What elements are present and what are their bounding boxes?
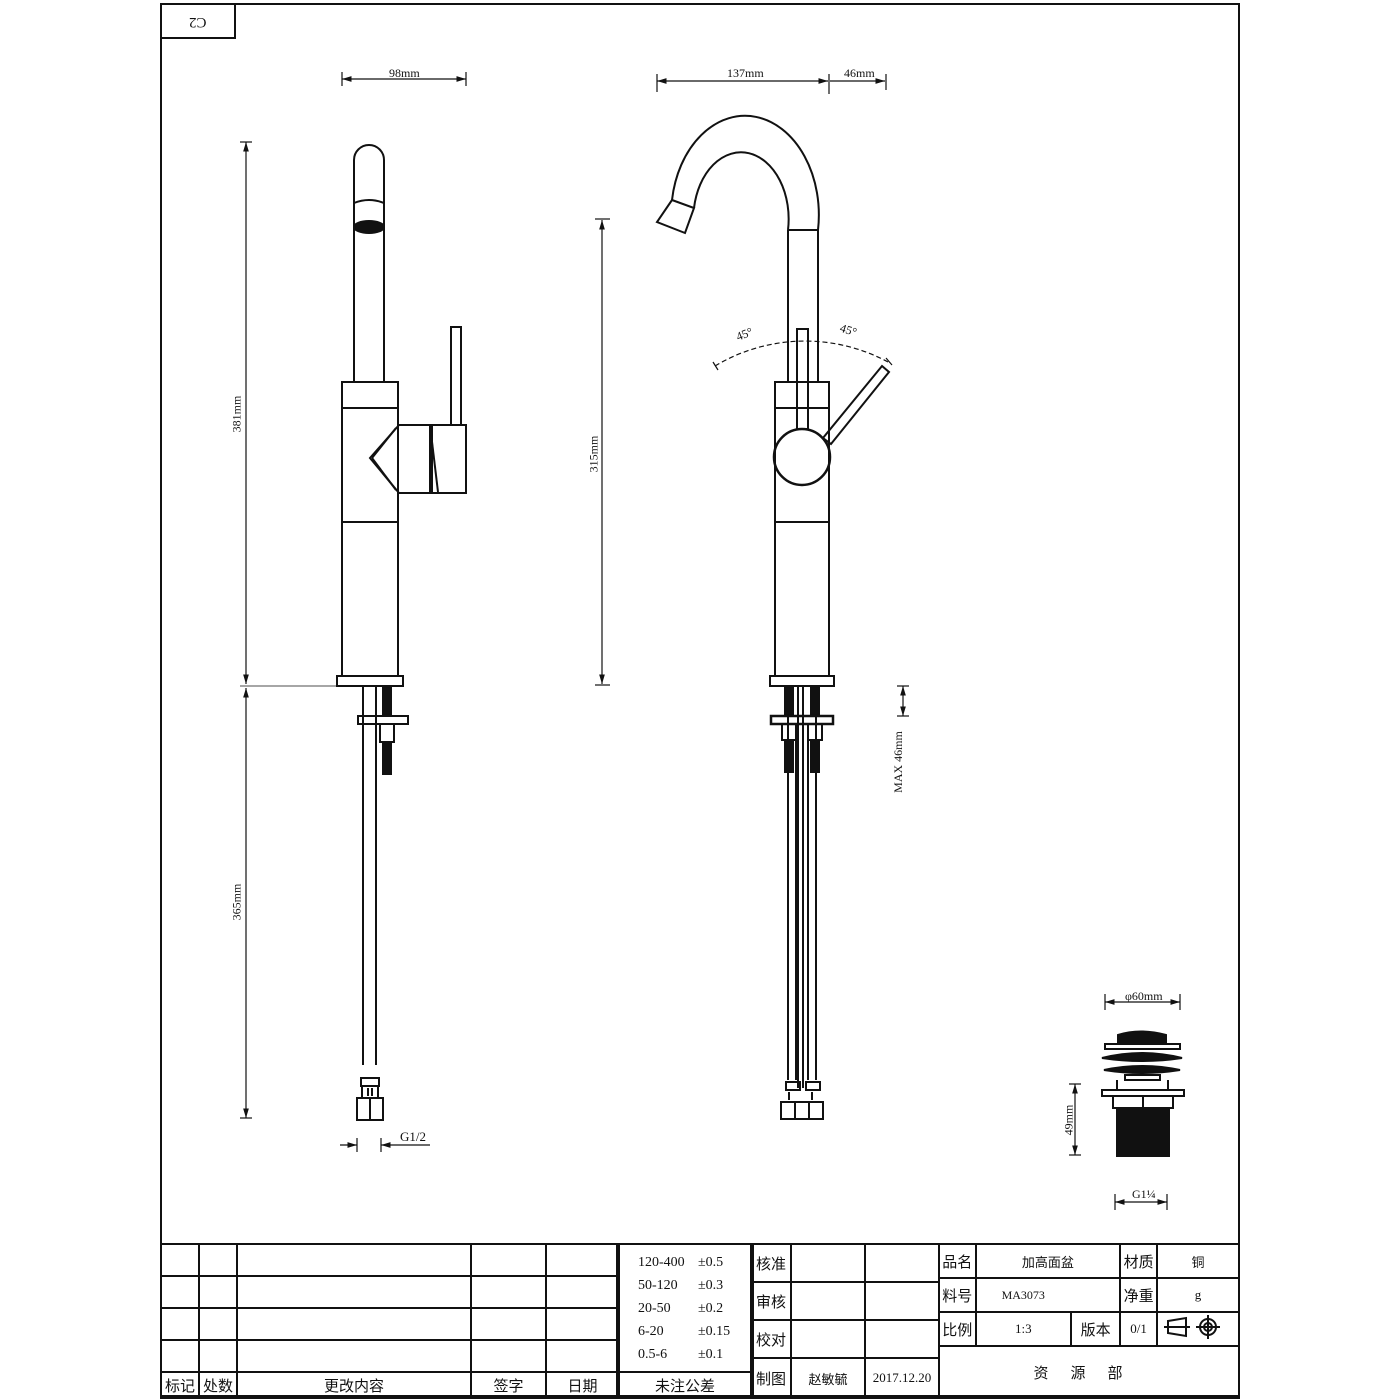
side-view-faucet [595,74,909,1120]
draw-label: 制图 [750,1357,792,1399]
drawn-date: 2017.12.20 [864,1357,940,1399]
part-no-value: MA3073 [974,1277,1122,1313]
part-no-label: 料号 [938,1277,977,1313]
drawing-code-box: C2 [160,3,236,39]
scale-label: 比例 [938,1311,977,1347]
tolerance-row: 50-120±0.3 [638,1277,724,1293]
dim-thread-g12: G1/2 [400,1129,426,1144]
rev-header-count: 处数 [198,1371,238,1399]
tolerance-row: 0.5-6±0.1 [638,1346,724,1362]
product-name-label: 品名 [938,1243,977,1279]
dim-height-381: 381mm [229,395,244,433]
title-block: 标记 处数 更改内容 签字 日期 120-400±0.5 50-120±0.3 … [160,1243,1241,1399]
tolerance-row: 120-400±0.5 [638,1254,724,1270]
dim-width-98: 98mm [389,66,420,80]
dim-drain-height-49: 49mm [1061,1104,1076,1136]
dim-height-365: 365mm [229,883,244,921]
product-name-value: 加高面盆 [974,1243,1122,1279]
weight-value: g [1155,1277,1241,1313]
tolerance-table: 120-400±0.5 50-120±0.3 20-50±0.2 6-20±0.… [616,1243,754,1399]
dim-offset-46: 46mm [844,66,875,80]
front-view-faucet [240,72,467,1152]
dim-diameter-60: φ60mm [1125,989,1163,1003]
pop-up-drain-view [1069,994,1185,1210]
material-label: 材质 [1119,1243,1158,1279]
rev-header-date: 日期 [545,1371,620,1399]
dim-height-315: 315mm [586,435,601,473]
revision-table: 标记 处数 更改内容 签字 日期 [160,1243,620,1399]
check-label: 校对 [750,1319,792,1359]
approval-table: 核准 审核 校对 制图 赵敏毓 2017.12.20 [750,1243,940,1399]
version-value: 0/1 [1119,1311,1158,1347]
rev-header-sign: 签字 [470,1371,547,1399]
department-name: 资源部 [938,1345,1240,1399]
projection-symbol-icon [1155,1311,1241,1347]
tolerance-row: 6-20±0.15 [638,1323,731,1339]
approve-label: 核准 [750,1243,792,1283]
scale-value: 1:3 [974,1311,1072,1347]
tolerance-caption: 未注公差 [616,1371,754,1399]
dim-max-46: MAX 46mm [890,731,905,793]
dim-reach-137: 137mm [727,66,764,80]
product-info-table: 品名 加高面盆 材质 铜 料号 MA3073 净重 g 比例 1:3 版本 0/… [938,1243,1241,1399]
version-label: 版本 [1069,1311,1122,1347]
drawn-by: 赵敏毓 [790,1357,866,1399]
review-label: 审核 [750,1281,792,1321]
weight-label: 净重 [1119,1277,1158,1313]
rev-header-content: 更改内容 [236,1371,472,1399]
material-value: 铜 [1155,1243,1241,1279]
tolerance-row: 20-50±0.2 [638,1300,724,1316]
dim-drain-thread: G1¼ [1132,1187,1156,1201]
rev-header-mark: 标记 [160,1371,200,1399]
